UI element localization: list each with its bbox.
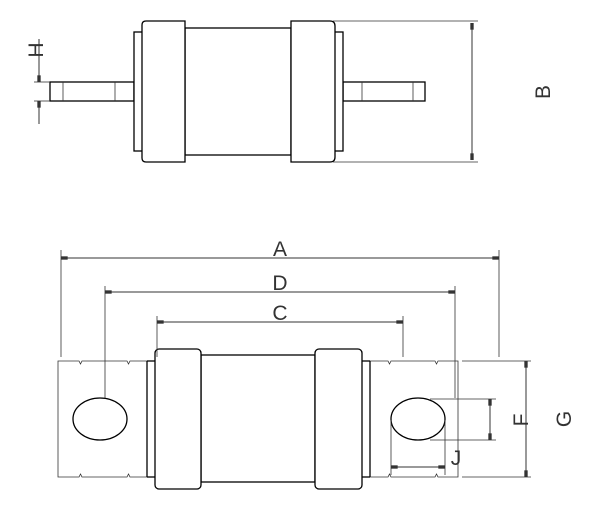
- fuse-body-front: [200, 354, 316, 483]
- label-c: C: [272, 302, 287, 325]
- right-end-cap: [290, 20, 336, 163]
- left-end-cap: [141, 20, 186, 163]
- fuse-body: [184, 27, 292, 156]
- right-end-cap-front: [314, 348, 363, 490]
- left-end-cap-front: [154, 348, 202, 490]
- label-d: D: [272, 272, 287, 295]
- front-view: A D C F G J: [57, 238, 576, 490]
- label-a: A: [273, 238, 287, 261]
- label-j: J: [451, 447, 462, 470]
- label-g: G: [553, 411, 576, 427]
- top-view: B H: [25, 20, 555, 163]
- label-f: F: [510, 414, 533, 427]
- label-b: B: [532, 85, 555, 99]
- right-mounting-hole: [390, 397, 446, 441]
- label-h: H: [25, 42, 48, 57]
- left-mounting-hole: [72, 397, 128, 441]
- right-terminal-plate: [369, 360, 459, 478]
